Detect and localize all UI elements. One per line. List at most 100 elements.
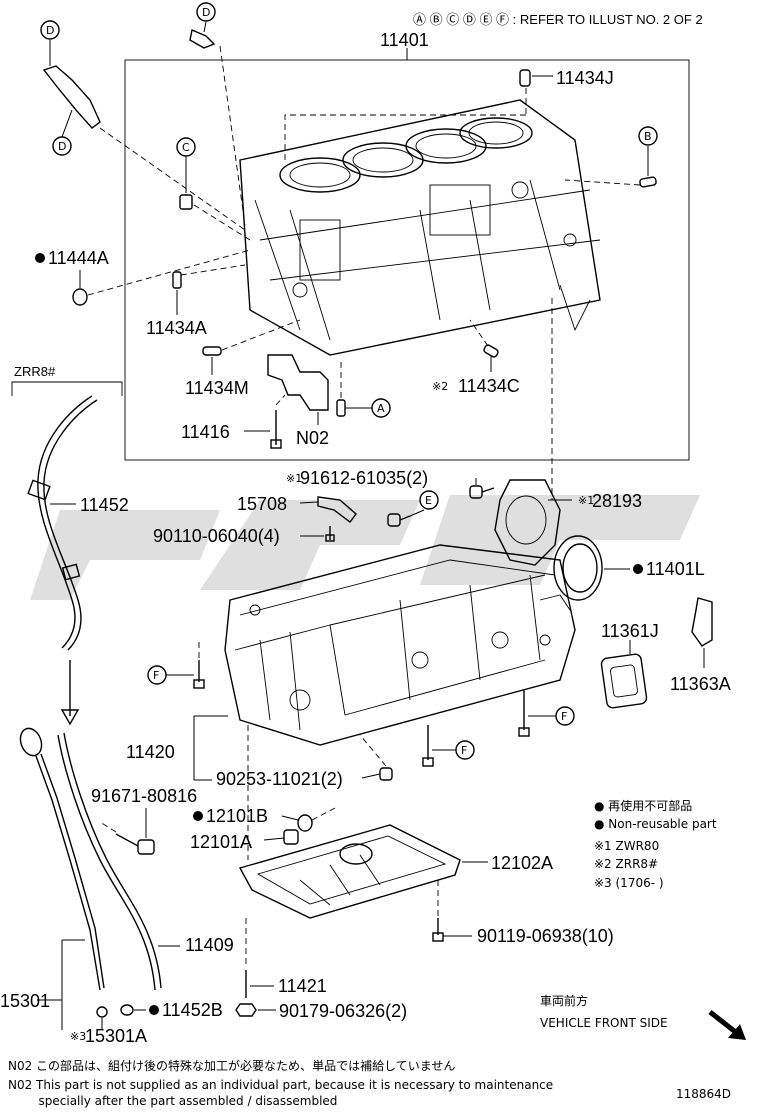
- note-mark-15301a: ※3: [70, 1030, 86, 1043]
- bracket-15708: [299, 496, 357, 523]
- label-zrr8: ZRR8#: [14, 364, 56, 379]
- front-label-en: VEHICLE FRONT SIDE: [540, 1016, 668, 1030]
- svg-text:F: F: [461, 744, 467, 757]
- upper-block-frame: [124, 59, 690, 461]
- svg-text:D: D: [46, 24, 54, 37]
- svg-text:D: D: [202, 6, 210, 19]
- svg-text:F: F: [153, 669, 159, 682]
- pin-b: [564, 146, 657, 188]
- arrow-down-icon: [60, 660, 80, 726]
- front-arrow-icon: [708, 1010, 746, 1040]
- label-11361j: 11361J: [601, 621, 659, 641]
- label-28193: 28193: [592, 491, 642, 511]
- dipstick-15301: [19, 727, 105, 991]
- bolt-91612: [469, 478, 495, 499]
- dipstick-guide-11452: [27, 395, 98, 651]
- callout-d-top: D: [196, 2, 216, 22]
- callout-f-3: F: [455, 740, 475, 760]
- diagram-id: 118864D: [676, 1087, 731, 1101]
- cover-11363a: [691, 597, 713, 668]
- callout-c: C: [176, 137, 196, 157]
- footnote-jp: N02 この部品は、組付け後の特殊な加工が必要なため、単品では補給していません: [8, 1058, 455, 1073]
- cylinder-block-upper: [239, 99, 601, 356]
- label-11434c: 11434C: [458, 376, 520, 396]
- nonreusable-dot-11401l: [633, 564, 643, 574]
- bolt-91671: [99, 808, 155, 855]
- oil-pan-12102a: [238, 824, 488, 919]
- label-11421: 11421: [278, 976, 327, 996]
- legend-nonreusable-jp: ● 再使用不可部品: [594, 798, 692, 813]
- label-11452b: 11452B: [162, 1000, 223, 1020]
- drain-plug-12101a: [263, 807, 336, 845]
- bolt-11416: [244, 394, 286, 449]
- stud-11421: [245, 970, 274, 998]
- label-11434j: 11434J: [556, 68, 614, 88]
- o-ring-11452b: [120, 1004, 146, 1016]
- nut-90179: [235, 1003, 276, 1017]
- svg-text:F: F: [561, 710, 567, 723]
- svg-text:D: D: [58, 140, 66, 153]
- svg-text:C: C: [182, 141, 190, 154]
- callout-f-2: F: [555, 706, 575, 726]
- label-91612: 91612-61035(2): [300, 468, 428, 488]
- footnote-en-line2: specially after the part assembled / dis…: [8, 1094, 337, 1108]
- dowel-pin-11434a: [172, 264, 246, 315]
- refer-note: Ⓐ Ⓑ Ⓒ Ⓓ Ⓔ Ⓕ : REFER TO ILLUST NO. 2 OF 2: [413, 12, 703, 27]
- bolt-90119: [432, 918, 472, 942]
- label-12101a: 12101A: [190, 832, 252, 852]
- zrr8-bracket: [11, 381, 123, 396]
- nonreusable-dot-11452b: [149, 1005, 159, 1015]
- note-mark-91612: ※1: [286, 472, 302, 485]
- label-11434m: 11434M: [185, 378, 249, 398]
- bolt-e: [387, 509, 425, 527]
- label-90119: 90119-06938(10): [477, 926, 614, 946]
- callout-b: B: [638, 126, 658, 146]
- label-12101b: 12101B: [206, 806, 268, 826]
- callout-f-1: F: [147, 665, 167, 685]
- crankcase-11420: [224, 544, 576, 746]
- nonreusable-dot-12101b: [193, 811, 203, 821]
- note-mark-11434c: ※2: [432, 380, 448, 393]
- label-91671: 91671-80816: [91, 786, 197, 806]
- label-11434a: 11434A: [146, 318, 207, 338]
- svg-text:B: B: [644, 130, 652, 143]
- label-90110: 90110-06040(4): [153, 526, 280, 546]
- label-15301: 15301: [0, 991, 50, 1011]
- callout-a: A: [371, 398, 391, 418]
- oil-seal-11401l: [553, 535, 630, 601]
- dowel-a: [336, 360, 372, 417]
- bolt-f-right: [518, 690, 556, 737]
- dowel-pin-11434j: [519, 69, 553, 115]
- dowel-pin-11434m: [202, 319, 301, 375]
- label-11363a: 11363A: [670, 674, 731, 694]
- footnote-en-line1: N02 This part is not supplied as an indi…: [8, 1078, 553, 1092]
- front-label-jp: 車両前方: [540, 993, 588, 1008]
- screw-90110: [300, 526, 335, 542]
- drain-gasket-12101b: [281, 814, 313, 832]
- label-90253: 90253-11021(2): [216, 769, 343, 789]
- label-11452: 11452: [80, 495, 129, 515]
- bearing-cap-n02: [267, 354, 329, 425]
- callout-e: E: [419, 490, 439, 510]
- dipstick-guide-11409: [57, 732, 180, 991]
- label-12102a: 12102A: [491, 853, 553, 873]
- label-11416: 11416: [181, 422, 230, 442]
- label-11420: 11420: [126, 742, 175, 762]
- plug-90253: [359, 734, 393, 781]
- o-ring-15301a: [96, 1006, 108, 1030]
- label-11401l: 11401L: [646, 559, 705, 579]
- bolt-f-center: [422, 725, 456, 767]
- label-11409: 11409: [185, 935, 234, 955]
- label-11401: 11401: [380, 30, 429, 50]
- oil-jet-d: [189, 21, 246, 226]
- label-15301a: 15301A: [85, 1026, 147, 1046]
- oil-pressure-switch-d: [42, 40, 246, 231]
- watermark-logo: [30, 495, 700, 600]
- label-11444a: 11444A: [48, 248, 109, 268]
- note-mark-28193: ※1: [578, 494, 594, 507]
- svg-text:A: A: [377, 402, 385, 415]
- dowel-pin-11434c: [469, 319, 499, 372]
- plug-c: [179, 156, 251, 241]
- bolt-f-left: [166, 640, 205, 689]
